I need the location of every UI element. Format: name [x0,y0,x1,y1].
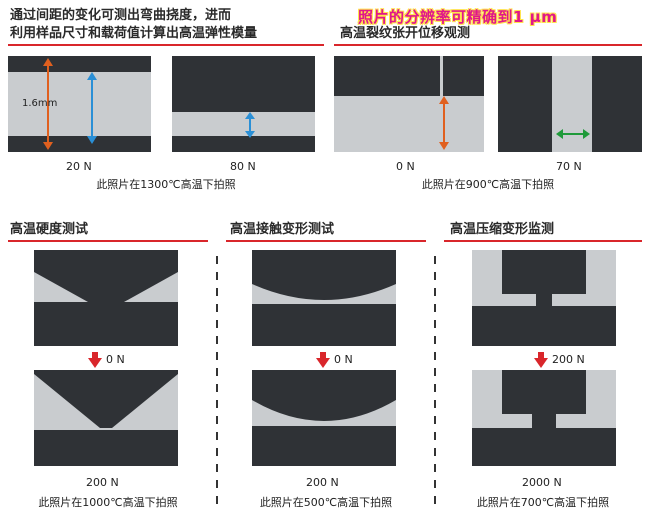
bending-heading-line1: 通过间距的变化可测出弯曲挠度，进而 [10,8,232,23]
compression-heading: 高温压缩变形监测 [450,222,555,237]
crack-caption: 此照片在900℃高温下拍照 [421,178,555,191]
crack-force-70n: 70 N [556,160,582,173]
crack-arrow-70n [556,129,590,139]
crack-arrow-0n [439,96,449,150]
hardness-heading-underline [8,240,208,242]
hardness-heading: 高温硬度测试 [10,222,89,237]
hardness-arrow-1 [88,352,102,368]
contact-force-0n: 0 N [334,353,353,366]
compression-photo-2000n [472,370,616,466]
hardness-photo-0n [34,250,178,346]
bending-force-80n: 80 N [230,160,256,173]
contact-caption: 此照片在500℃高温下拍照 [259,496,393,509]
contact-force-200n: 200 N [306,476,339,489]
hardness-caption: 此照片在1000℃高温下拍照 [38,496,178,509]
compression-photo-200n [472,250,616,346]
bending-arrow-80n [245,112,255,138]
dimension-label: 1.6mm [22,98,58,109]
hardness-force-0n: 0 N [106,353,125,366]
crack-photo-70n [498,56,642,152]
compression-force-200n: 200 N [552,353,585,366]
bending-heading-line2: 利用样品尺寸和载荷值计算出高温弹性模量 [10,26,258,41]
hardness-force-200n: 200 N [86,476,119,489]
crack-heading-underline [334,44,642,46]
contact-arrow-1 [316,352,330,368]
contact-photo-200n [252,370,396,466]
bending-heading-underline [8,44,324,46]
bending-force-20n: 20 N [66,160,92,173]
compression-caption: 此照片在700℃高温下拍照 [476,496,610,509]
bending-photo-20n: 1.6mm [8,56,151,152]
bending-photo-80n [172,56,315,152]
bending-caption: 此照片在1300℃高温下拍照 [96,178,236,191]
contact-heading: 高温接触变形测试 [230,222,335,237]
compression-force-2000n: 2000 N [522,476,562,489]
crack-photo-0n [334,56,484,152]
bending-arrows [43,58,97,150]
separator-1 [216,256,218,506]
crack-force-0n: 0 N [396,160,415,173]
contact-photo-0n [252,250,396,346]
separator-2 [434,256,436,506]
crack-heading: 高温裂纹张开位移观测 [340,26,471,41]
resolution-banner: 照片的分辨率可精确到1 μm [358,8,558,26]
compression-heading-underline [444,240,642,242]
contact-heading-underline [226,240,426,242]
compression-arrow-1 [534,352,548,368]
hardness-photo-200n [34,370,178,466]
